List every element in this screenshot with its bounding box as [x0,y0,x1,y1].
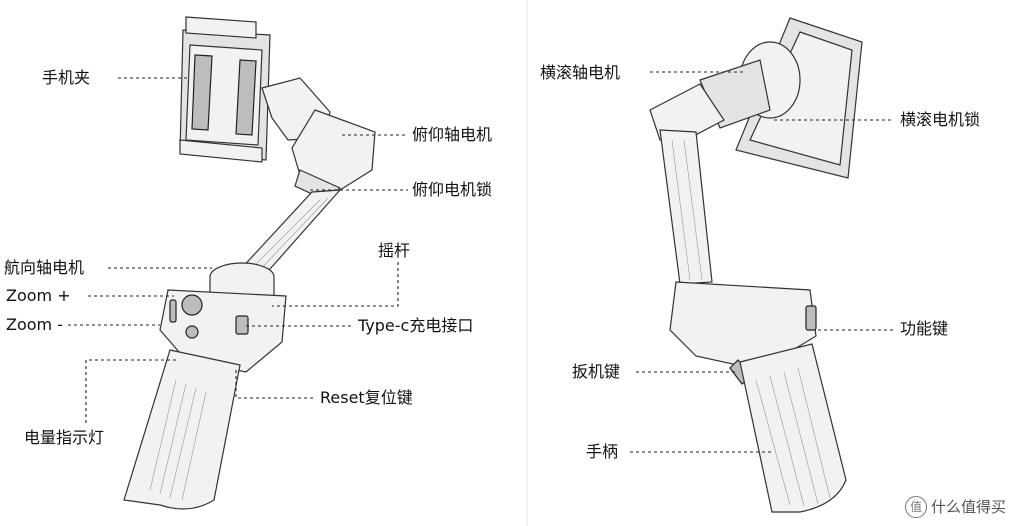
label-trigger-key: 扳机键 [572,362,621,381]
label-tilt-motor: 俯仰轴电机 [412,125,493,144]
label-zoom-minus: Zoom - [6,315,63,334]
label-tilt-lock: 俯仰电机锁 [412,180,493,199]
label-roll-motor: 横滚轴电机 [540,63,621,82]
label-function-key: 功能键 [900,319,949,338]
left-phone-clamp-drawing [179,16,271,163]
label-roll-lock: 横滚电机锁 [900,110,981,129]
label-joystick: 摇杆 [378,241,411,260]
label-phone-clamp: 手机夹 [42,68,91,87]
label-handle: 手柄 [586,442,619,461]
watermark-icon: 值 [904,496,927,518]
right-handle-drawing [739,343,847,513]
label-zoom-plus: Zoom + [6,286,71,305]
left-gimbal [68,16,408,510]
label-typec-port: Type-c充电接口 [358,316,474,335]
left-joystick-drawing [181,294,203,316]
label-reset-key: Reset复位键 [320,388,413,407]
watermark-text: 什么值得买 [930,497,1006,516]
function-key-drawing [805,305,817,331]
vertical-arm-drawing [659,129,713,285]
right-gimbal [630,17,896,513]
label-pan-motor: 航向轴电机 [4,258,85,277]
watermark: 值什么值得买 [904,496,1006,518]
label-battery-indicator: 电量指示灯 [24,428,105,447]
left-handle-drawing [123,349,241,510]
